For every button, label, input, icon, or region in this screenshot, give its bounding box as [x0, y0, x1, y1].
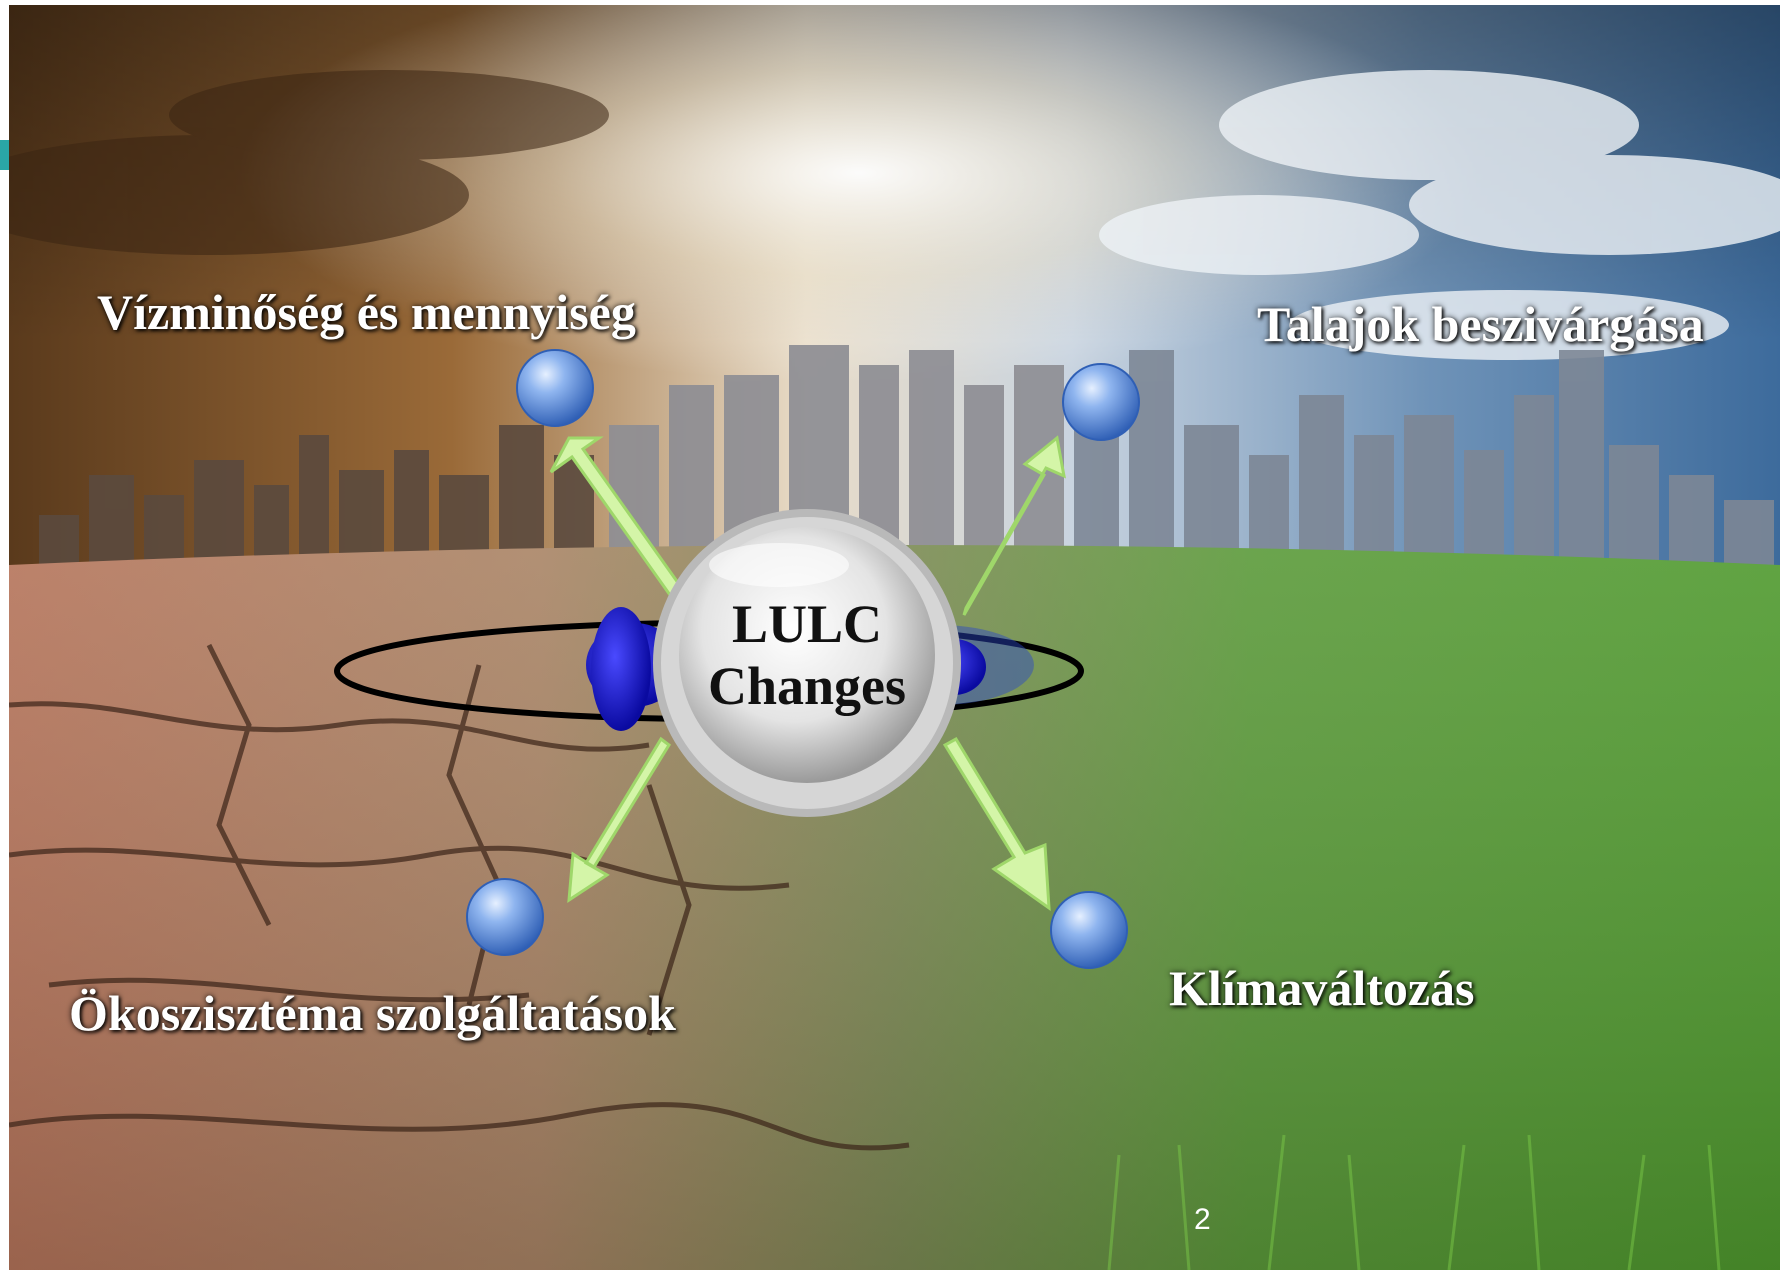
city-skyline [39, 345, 1774, 575]
node-sphere-bottom-left [466, 878, 544, 956]
node-sphere-top-left [516, 349, 594, 427]
arrow-down-left [567, 736, 671, 903]
node-label-climate-change: Klímaváltozás [1169, 960, 1475, 1016]
grass-texture [1107, 1134, 1721, 1270]
diagram-canvas [9, 5, 1780, 1270]
node-sphere-bottom-right [1050, 891, 1128, 969]
node-label-ecosystem-services: Ökoszisztéma szolgáltatások [69, 985, 676, 1041]
arrow-down-right [942, 736, 1051, 912]
node-spheres [466, 349, 1140, 969]
slide: LULC Changes Vízminőség és mennyiség Tal… [9, 5, 1780, 1270]
center-node [653, 509, 961, 817]
node-label-soil-infiltration: Talajok beszivárgása [1257, 296, 1704, 352]
center-node-label: LULC Changes [677, 593, 937, 717]
node-sphere-top-right [1062, 363, 1140, 441]
node-label-water-quality: Vízminőség és mennyiség [97, 284, 636, 340]
clouds [1099, 70, 1780, 360]
center-label-line2: Changes [707, 656, 907, 716]
center-label-line1: LULC [731, 594, 883, 654]
arrow-up-left [549, 436, 684, 598]
page-number: 2 [1194, 1203, 1211, 1236]
arrows [549, 435, 1066, 912]
arrow-up-right [962, 435, 1066, 616]
